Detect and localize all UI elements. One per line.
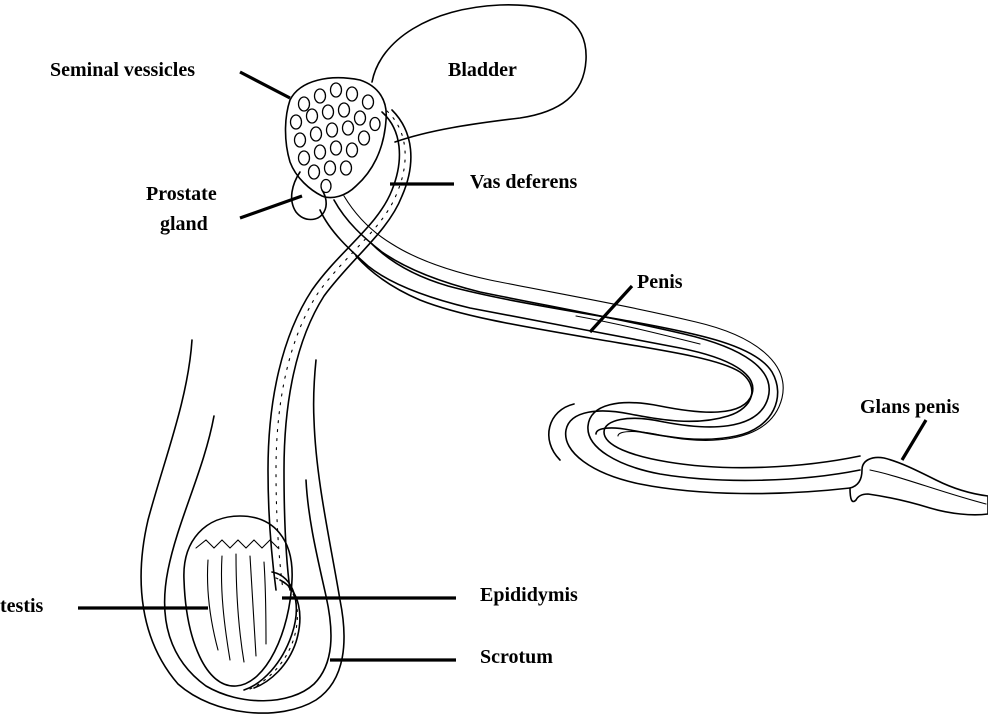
vesicle — [321, 104, 335, 120]
vesicle — [325, 122, 339, 138]
leader-lines — [78, 70, 928, 662]
vesicle — [297, 96, 311, 112]
leader-penis — [588, 284, 634, 334]
label-vas-deferens: Vas deferens — [470, 171, 577, 193]
vesicle — [341, 120, 355, 136]
vesicle — [313, 144, 327, 160]
vesicle — [309, 126, 323, 142]
label-penis: Penis — [637, 271, 683, 293]
leader-prostate-gland — [239, 194, 303, 220]
vesicle — [353, 110, 367, 126]
scrotum — [140, 339, 345, 714]
vesicle — [357, 130, 371, 146]
vesicle — [337, 102, 351, 118]
label-scrotum: Scrotum — [480, 646, 553, 668]
vesicle — [293, 132, 307, 148]
bladder-outline — [371, 4, 587, 143]
testis — [183, 515, 293, 687]
label-epididymis: Epididymis — [480, 584, 578, 606]
seminal-vesicles-cells — [289, 82, 381, 194]
label-glans-penis: Glans penis — [860, 396, 960, 418]
vesicle — [320, 178, 332, 194]
penis-body — [355, 243, 851, 495]
glans-penis — [849, 456, 988, 516]
vesicle — [369, 116, 381, 132]
label-bladder: Bladder — [448, 59, 517, 81]
vesicle — [307, 164, 321, 180]
vas-deferens — [267, 109, 412, 591]
label-prostate-line2: gland — [160, 213, 208, 235]
prostate-gland-outline — [290, 171, 327, 221]
label-seminal-vesicles: Seminal vessicles — [50, 59, 195, 81]
vesicle — [305, 108, 319, 124]
vesicle — [289, 114, 303, 130]
leader-glans-penis — [900, 419, 928, 461]
vesicle — [323, 160, 337, 176]
vesicle — [329, 140, 343, 156]
vesicle — [345, 86, 359, 102]
labels: Seminal vessicles Bladder Prostate gland… — [0, 59, 960, 668]
epididymis — [243, 571, 301, 691]
vesicle — [297, 150, 311, 166]
vesicle — [345, 142, 359, 158]
leader-seminal-vesicles — [239, 70, 291, 100]
vesicle — [329, 82, 343, 98]
vesicle — [361, 94, 375, 110]
seminal-vesicles-outline — [284, 77, 387, 199]
label-testis: testis — [0, 595, 44, 617]
label-prostate-line1: Prostate — [146, 183, 217, 205]
vesicle — [339, 160, 353, 176]
vesicle — [313, 88, 327, 104]
